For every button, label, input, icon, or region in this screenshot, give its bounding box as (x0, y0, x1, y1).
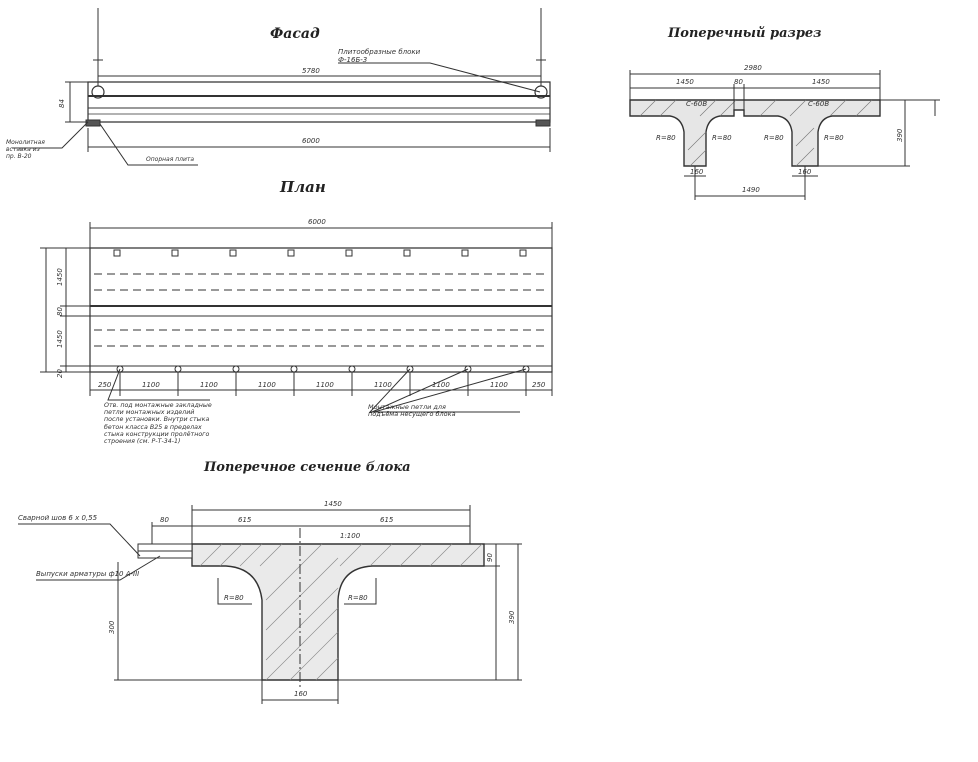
block-callout-leader (18, 524, 140, 556)
block-radius-leader (344, 578, 376, 604)
plan-span-dim: 1100 (316, 381, 334, 389)
plan-side-dim-label: 80 (56, 307, 64, 316)
plan-span-dim: 1100 (200, 381, 218, 389)
facade-callout-leader (338, 63, 540, 92)
plan-side-dim-label: 1450 (56, 330, 64, 348)
facade-support (86, 120, 100, 126)
plan-dim-ticks (90, 372, 552, 396)
block-section-title: Поперечное сечение блока (204, 460, 411, 475)
plan-note-leader (372, 369, 468, 412)
plan-span-dim: 250 (98, 381, 112, 389)
block-dim-flange-thk: 90 (486, 553, 494, 562)
block-radius-leader (218, 578, 252, 604)
block-dim-left-flange: 615 (238, 516, 252, 524)
cross-cut-dim-web-right: 160 (798, 168, 812, 176)
cross-cut-radius: R=80 (712, 134, 732, 142)
facade-callout-leader (12, 122, 88, 148)
block-section-shape (192, 544, 484, 680)
cross-cut-radius: R=80 (764, 134, 784, 142)
facade-callout-leader (100, 124, 198, 165)
cross-cut-dim-spacing: 1490 (742, 186, 760, 194)
plan-span-dim: 1100 (374, 381, 392, 389)
block-callout-leader (36, 556, 160, 580)
facade-view (12, 8, 550, 165)
block-dim-web: 160 (294, 690, 308, 698)
block-callout-rebar: Выпуски арматуры ф10 А-III (36, 570, 140, 578)
plan-side-ticks (40, 248, 90, 372)
plan-note-loops: Монтажные петли для подъёма несущего бло… (368, 403, 456, 419)
plan-view (40, 222, 552, 412)
cross-cut-radius: R=80 (656, 134, 676, 142)
block-dim-overhang: 80 (160, 516, 169, 524)
plan-span-dim: 1100 (432, 381, 450, 389)
cross-cut-dim-left: 1450 (676, 78, 694, 86)
plan-span-dim: 1100 (258, 381, 276, 389)
plan-bottom-loops (116, 365, 530, 373)
cross-cut-joint-right: С-60В (808, 100, 830, 108)
plan-span-dim: 1100 (490, 381, 508, 389)
plan-span-dim: 1100 (142, 381, 160, 389)
cross-cut-joint-left: С-60В (686, 100, 708, 108)
block-section-hatch (200, 544, 482, 680)
facade-title: Фасад (270, 26, 320, 42)
plan-outline (90, 248, 552, 372)
facade-beam (88, 82, 550, 122)
plan-note-leader (374, 369, 526, 412)
cross-cut-dim-height: 390 (896, 128, 904, 142)
cross-cut-hatch (640, 100, 872, 166)
cross-cut-dim-web-left: 160 (690, 168, 704, 176)
cross-cut-view (630, 70, 940, 200)
block-radius-right: R=80 (348, 594, 368, 602)
block-radius-left: R=80 (224, 594, 244, 602)
plan-side-dim-label: 1450 (56, 268, 64, 286)
cross-cut-radius: R=80 (824, 134, 844, 142)
facade-dim-top: 5780 (302, 67, 320, 75)
cross-cut-dim-total: 2980 (744, 64, 762, 72)
facade-support (536, 120, 550, 126)
plan-side-dim-label: 20 (56, 369, 64, 378)
facade-callout-insert: Монолитная вставка из пр. В-20 (6, 139, 45, 160)
cross-cut-dim-right: 1450 (812, 78, 830, 86)
facade-callout-support: Опорная плита (146, 156, 195, 163)
facade-dim-height: 84 (58, 99, 66, 108)
plan-note-leader (108, 369, 210, 400)
cross-cut-section (630, 100, 880, 166)
plan-span-dim: 250 (532, 381, 546, 389)
plan-dim-total: 6000 (308, 218, 326, 226)
block-dim-depth: 300 (108, 620, 116, 634)
block-label-top: 1:100 (340, 532, 361, 540)
block-dim-right-flange: 615 (380, 516, 394, 524)
cross-cut-dim-center: 80 (734, 78, 743, 86)
plan-title: План (280, 178, 326, 196)
plan-note-leader (370, 369, 520, 412)
plan-top-holes (114, 250, 526, 256)
cross-cut-title: Поперечный разрез (668, 26, 822, 41)
block-section-view (18, 505, 522, 704)
block-dim-total: 1450 (324, 500, 342, 508)
block-callout-weld: Сварной шов 6 х 0,55 (18, 514, 98, 522)
block-dim-height: 390 (508, 610, 516, 624)
facade-dim-bottom: 6000 (302, 137, 320, 145)
facade-callout-blocks: Плитообразные блоки Ф-16Б-3 (338, 48, 421, 65)
plan-note-holes: Отв. под монтажные закладные петли монта… (104, 402, 212, 446)
